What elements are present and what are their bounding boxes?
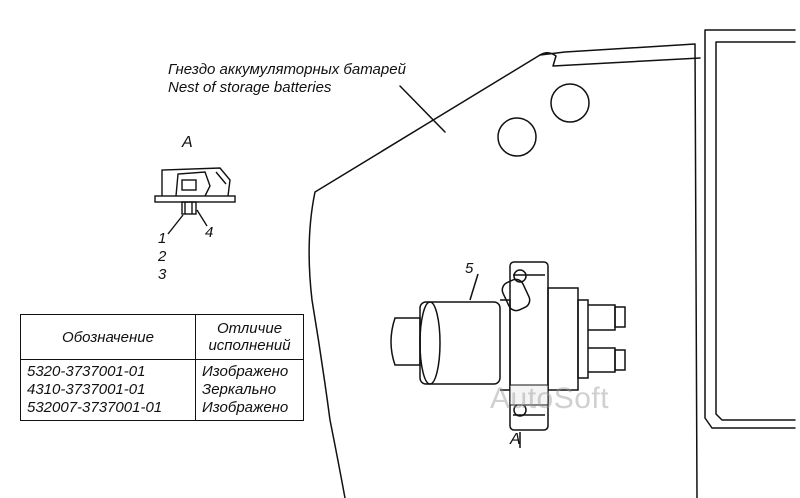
view-a-detail <box>154 167 236 235</box>
cell-designation: 5320-3737001-01 4310-3737001-01 532007-3… <box>20 359 196 421</box>
designation-3: 532007-3737001-01 <box>27 399 163 416</box>
difference-3: Изображено <box>202 399 289 416</box>
difference-1: Изображено <box>202 363 289 380</box>
nest-top-lip <box>539 52 701 67</box>
nest-hole-lower <box>497 117 537 157</box>
nest-label-ru: Гнездо аккумуляторных батарей <box>168 61 406 78</box>
designation-2: 4310-3737001-01 <box>27 381 146 398</box>
nest-leader-line <box>399 85 446 133</box>
header-difference-text: Отличие исполнений <box>208 320 291 354</box>
cell-difference: Изображено Зеркально Изображено <box>195 359 304 421</box>
table-row: 5320-3737001-01 4310-3737001-01 532007-3… <box>20 359 304 421</box>
battery-nest-outline <box>308 43 698 498</box>
frame-bracket <box>704 29 796 429</box>
view-a-marker: A <box>510 431 521 448</box>
difference-2: Зеркально <box>202 381 277 398</box>
header-difference: Отличие исполнений <box>195 314 304 360</box>
view-a-title: A <box>182 134 193 151</box>
nest-label-en: Nest of storage batteries <box>168 79 332 96</box>
designation-1: 5320-3737001-01 <box>27 363 146 380</box>
nest-hole-upper <box>550 83 590 123</box>
switch-mount-plate <box>509 384 549 406</box>
table-header-row: Обозначение Отличие исполнений <box>20 314 304 360</box>
header-designation: Обозначение <box>20 314 196 360</box>
callout-4: 4 <box>205 224 214 241</box>
variant-table: Обозначение Отличие исполнений 5320-3737… <box>20 314 304 421</box>
watermark: AutoSoft <box>490 382 610 415</box>
callout-2: 2 <box>158 248 167 265</box>
callout-5: 5 <box>465 260 474 277</box>
battery-switch-assembly <box>390 261 626 448</box>
callout-3: 3 <box>158 266 167 283</box>
callout-1: 1 <box>158 230 167 247</box>
